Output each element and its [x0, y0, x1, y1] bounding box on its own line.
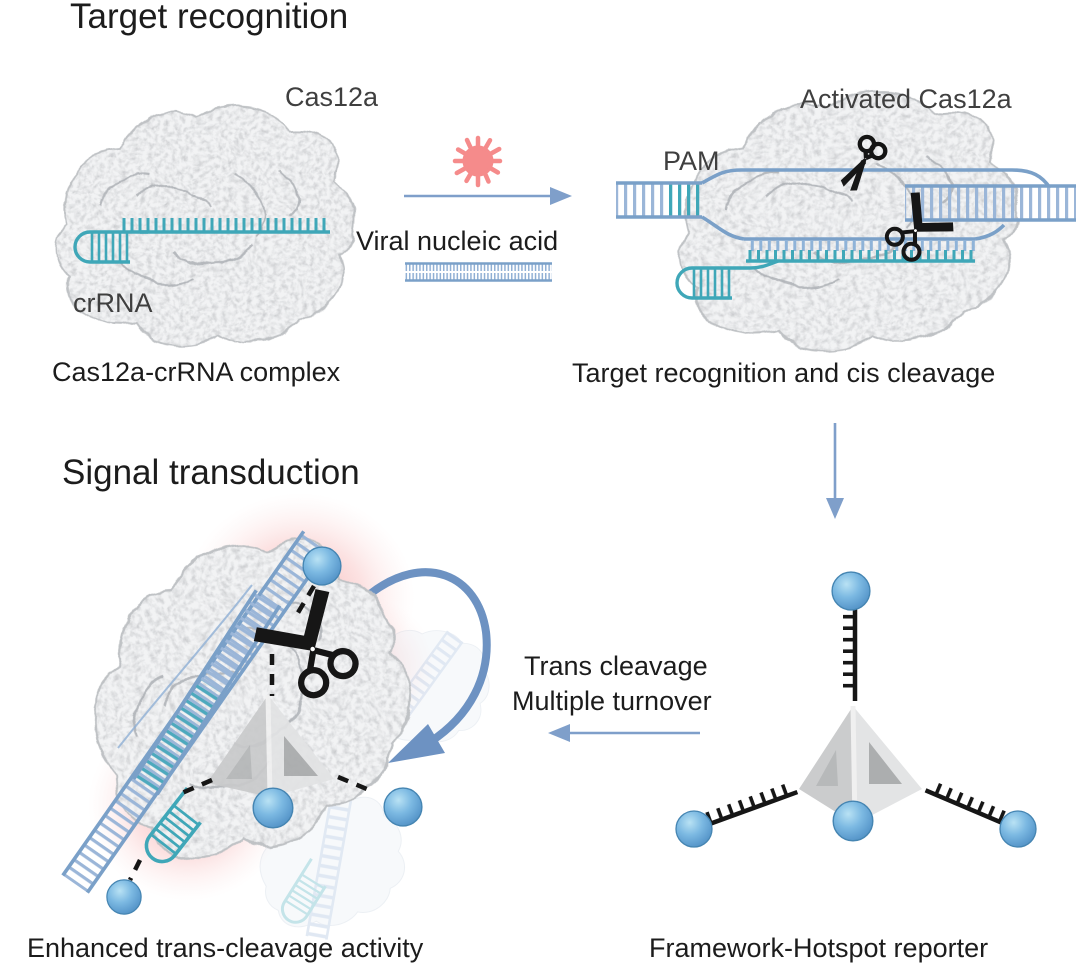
reporter-caption: Framework-Hotspot reporter: [649, 933, 988, 963]
activated-cas12a-complex: Activated Cas12a PAM Target recognition …: [572, 84, 1076, 388]
activated-cas12a-label: Activated Cas12a: [800, 84, 1013, 114]
turnover-curved-arrow-icon: [367, 568, 491, 763]
activated-cas12a-protein: [673, 87, 1026, 357]
arrow-left-icon: [548, 724, 700, 742]
crrna-hairpin-icon: [675, 259, 779, 300]
section-title-target-recognition: Target recognition: [70, 0, 348, 36]
crrna-hybrid-duplex: [132, 589, 282, 796]
pam-label: PAM: [663, 146, 720, 176]
reporter-sphere-icon: [831, 571, 871, 611]
reporter-sphere-icon: [302, 546, 342, 586]
virus-icon: [452, 135, 503, 188]
dna-duplex-icon: [405, 262, 552, 282]
reporter-strand: [843, 608, 858, 701]
cis-cleavage-caption: Target recognition and cis cleavage: [572, 358, 995, 388]
crrna-label: crRNA: [73, 288, 153, 318]
viral-trigger: Viral nucleic acid: [356, 135, 572, 282]
complex-caption: Cas12a-crRNA complex: [52, 357, 341, 387]
multiple-turnover-label: Multiple turnover: [512, 686, 712, 716]
section-signal-transduction: Signal transduction: [27, 453, 1037, 963]
reporter-sphere-icon: [675, 810, 713, 848]
trans-cleavage-label: Trans cleavage: [524, 651, 708, 681]
cleaved-strand-dashes: [127, 584, 375, 882]
cas12a-crrna-complex: Cas12a crRNA Cas12a-crRNA complex: [51, 82, 379, 387]
dna-tetrahedron-icon: [207, 694, 334, 798]
framework-hotspot-reporter: Framework-Hotspot reporter: [649, 571, 1037, 963]
section-target-recognition: Target recognition Cas12a crRNA Cas12a-c…: [51, 0, 1076, 388]
cas12a-label: Cas12a: [285, 82, 379, 112]
crrna-hairpin-icon: [73, 218, 330, 264]
trans-cleavage-arrow: Trans cleavage Multiple turnover: [512, 651, 712, 742]
dna-tetrahedron-icon: [799, 705, 922, 825]
reporter-strand: [696, 782, 799, 831]
reporter-sphere-icon: [383, 787, 423, 827]
enhanced-caption: Enhanced trans-cleavage activity: [27, 933, 424, 963]
reporter-sphere-icon: [106, 879, 142, 915]
reporter-sphere-icon: [252, 787, 294, 829]
crrna-target-hybrid: [744, 223, 1006, 263]
target-dna-duplex: [616, 168, 1076, 241]
enhanced-trans-cleavage-scene: Enhanced trans-cleavage activity: [27, 492, 496, 963]
reporter-sphere-icon: [999, 810, 1037, 848]
single-strand: [117, 584, 253, 749]
reporter-sphere-icon: [832, 800, 874, 842]
arrow-right-icon: [404, 187, 572, 205]
viral-nucleic-acid-label: Viral nucleic acid: [356, 226, 558, 256]
section-title-signal-transduction: Signal transduction: [62, 453, 360, 492]
arrow-down-icon: [826, 423, 844, 519]
